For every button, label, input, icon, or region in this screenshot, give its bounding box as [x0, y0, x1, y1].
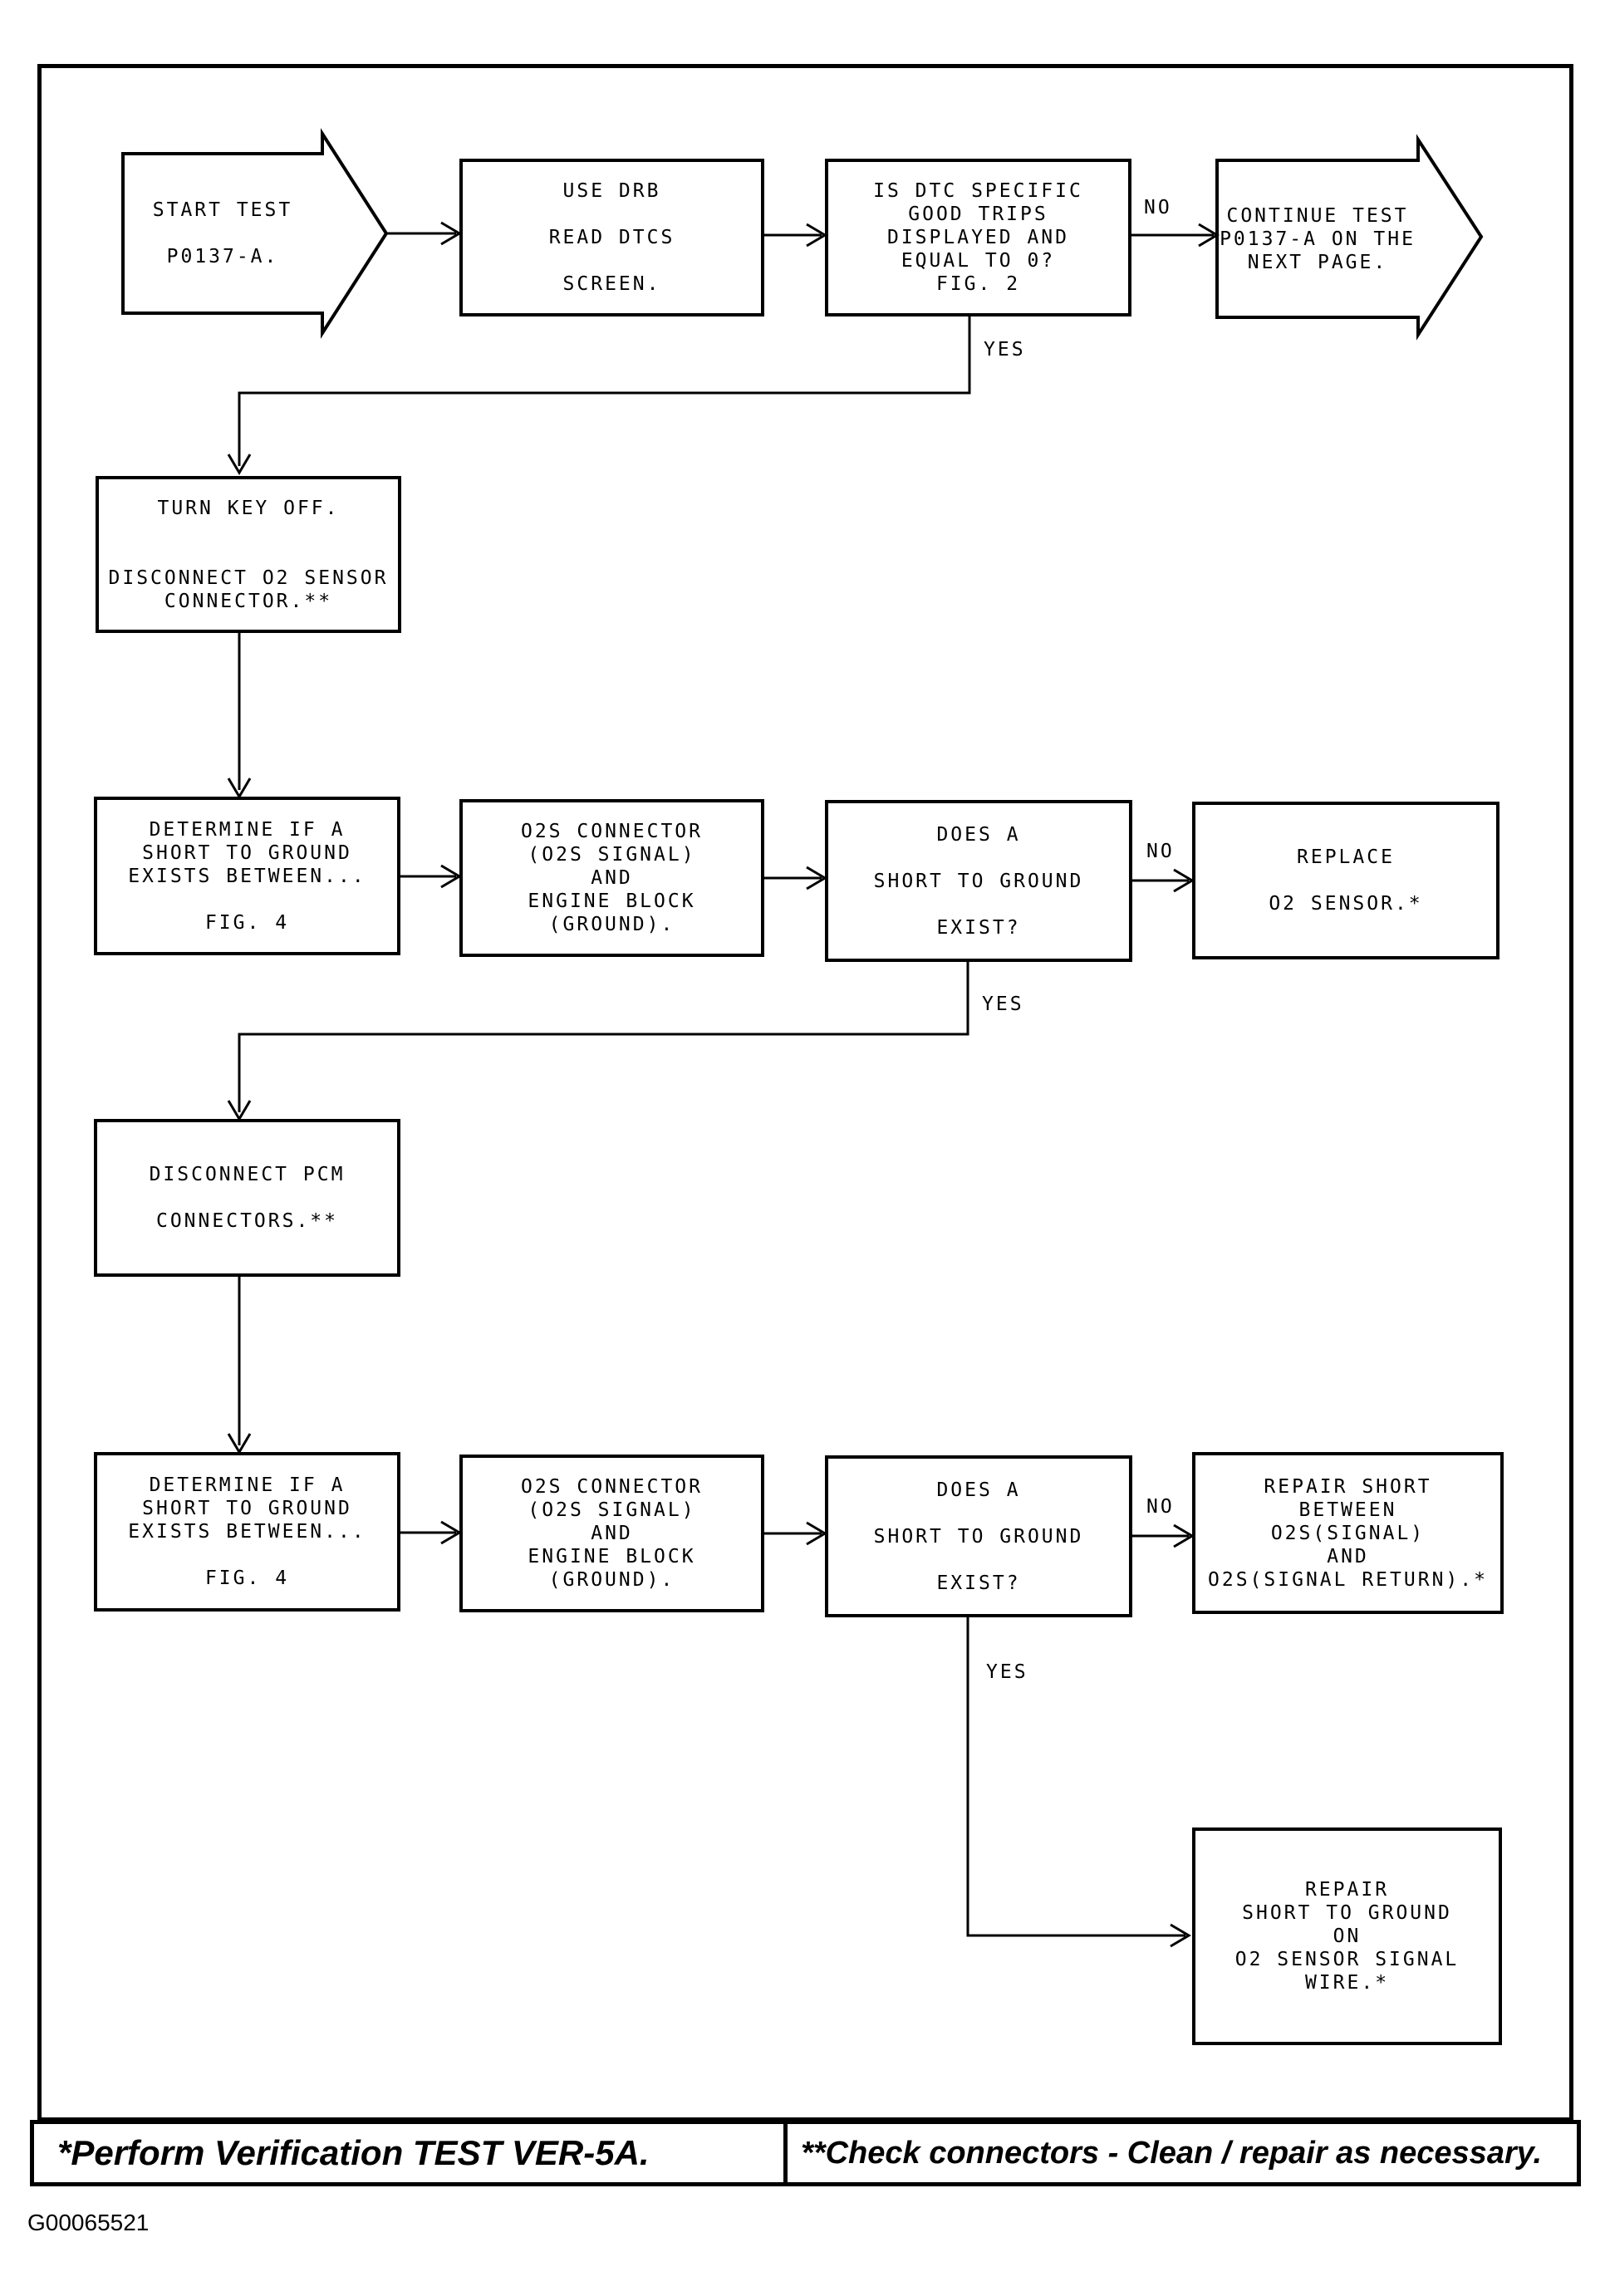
flow-node-does-short-exist-2: DOES A SHORT TO GROUND EXIST?	[825, 1455, 1132, 1617]
continue-arrow-shape	[1215, 134, 1484, 341]
flow-node-start-test: START TEST P0137-A.	[152, 199, 293, 267]
flow-node-continue-test: CONTINUE TEST P0137-A ON THE NEXT PAGE.	[1220, 204, 1416, 273]
footnote-band: *Perform Verification TEST VER-5A. **Che…	[30, 2120, 1581, 2186]
figure-id: G00065521	[27, 2210, 150, 2235]
flow-node-repair-short-to-ground: REPAIR SHORT TO GROUND ON O2 SENSOR SIGN…	[1192, 1827, 1502, 2045]
flow-node-repair-short-between: REPAIR SHORT BETWEEN O2S(SIGNAL) AND O2S…	[1192, 1452, 1504, 1614]
flow-node-does-short-exist-1: DOES A SHORT TO GROUND EXIST?	[825, 800, 1132, 962]
edge-label-no-2: NO	[1145, 841, 1176, 862]
flow-node-replace-o2-sensor: REPLACE O2 SENSOR.*	[1192, 802, 1499, 959]
flow-node-disconnect-pcm: DISCONNECT PCM CONNECTORS.**	[94, 1119, 400, 1277]
flow-node-determine-short-1: DETERMINE IF A SHORT TO GROUND EXISTS BE…	[94, 797, 400, 955]
edge-label-no-3: NO	[1145, 1496, 1176, 1518]
flow-node-o2s-connector-1: O2S CONNECTOR (O2S SIGNAL) AND ENGINE BL…	[459, 799, 764, 957]
outer-border	[37, 64, 1573, 2122]
edge-label-yes-1: YES	[982, 339, 1028, 361]
edge-label-no-1: NO	[1142, 197, 1174, 218]
flow-node-turn-key-off: TURN KEY OFF. DISCONNECT O2 SENSOR CONNE…	[96, 476, 401, 633]
start-arrow-shape	[121, 128, 389, 339]
flow-node-determine-short-2: DETERMINE IF A SHORT TO GROUND EXISTS BE…	[94, 1452, 400, 1612]
footnote-check-connectors: **Check connectors - Clean / repair as n…	[783, 2120, 1581, 2186]
edge-label-yes-3: YES	[984, 1661, 1030, 1683]
flow-node-use-drb: USE DRB READ DTCS SCREEN.	[459, 159, 764, 316]
flow-node-is-dtc-good-trips: IS DTC SPECIFIC GOOD TRIPS DISPLAYED AND…	[825, 159, 1131, 316]
flow-node-o2s-connector-2: O2S CONNECTOR (O2S SIGNAL) AND ENGINE BL…	[459, 1455, 764, 1612]
edge-label-yes-2: YES	[980, 993, 1026, 1015]
footnote-verification: *Perform Verification TEST VER-5A.	[30, 2120, 788, 2186]
